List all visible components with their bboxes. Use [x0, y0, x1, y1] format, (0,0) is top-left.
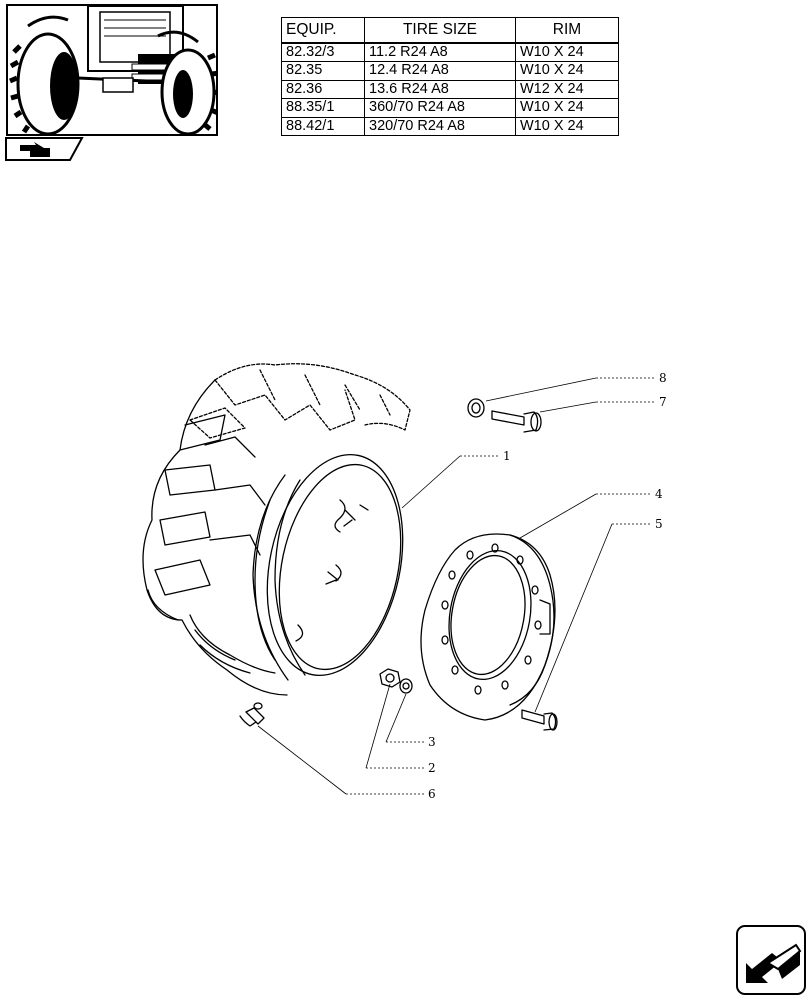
next-page-arrow-icon — [746, 943, 802, 983]
header-equip: EQUIP. — [281, 17, 365, 43]
bolt-part-5 — [521, 709, 558, 731]
table-header-row: EQUIP. TIRE SIZE RIM — [281, 17, 619, 43]
cell-equip: 82.35 — [281, 61, 365, 81]
table-row: 88.35/1 360/70 R24 A8 W10 X 24 — [281, 98, 619, 118]
nut-part-2 — [379, 668, 401, 688]
leader-lines — [257, 377, 656, 795]
folder-arrow-icon — [5, 137, 84, 161]
valve-part-6 — [239, 702, 265, 727]
callout-4: 4 — [655, 487, 663, 501]
header-tire-size: TIRE SIZE — [364, 17, 516, 43]
cell-equip: 82.36 — [281, 79, 365, 99]
tire-body — [142, 379, 288, 696]
cell-rim: W10 X 24 — [515, 41, 619, 62]
callout-3: 3 — [428, 735, 436, 749]
callout-6: 6 — [428, 787, 436, 801]
cell-equip: 88.35/1 — [281, 98, 365, 118]
callout-2: 2 — [428, 761, 436, 775]
table-row: 82.32/3 11.2 R24 A8 W10 X 24 — [281, 41, 619, 62]
rim — [252, 453, 404, 681]
next-page-button[interactable] — [736, 925, 806, 995]
navigate-back-tab[interactable] — [4, 136, 84, 162]
cell-rim: W12 X 24 — [515, 79, 619, 99]
tire-spec-table: EQUIP. TIRE SIZE RIM 82.32/3 11.2 R24 A8… — [281, 17, 619, 136]
table-row: 82.36 13.6 R24 A8 W12 X 24 — [281, 79, 619, 99]
table-row: 82.35 12.4 R24 A8 W10 X 24 — [281, 61, 619, 81]
bolt-part-7 — [491, 410, 542, 433]
washer-part-3 — [399, 678, 413, 694]
cell-tire-size: 320/70 R24 A8 — [364, 116, 516, 136]
cell-tire-size: 360/70 R24 A8 — [364, 98, 516, 118]
table-row: 88.42/1 320/70 R24 A8 W10 X 24 — [281, 116, 619, 136]
tractor-thumbnail — [6, 4, 218, 136]
callout-8: 8 — [659, 371, 667, 385]
callout-5: 5 — [655, 517, 663, 531]
tractor-front-thumbnail-icon — [9, 6, 216, 134]
callout-7: 7 — [659, 395, 667, 409]
cell-rim: W10 X 24 — [515, 116, 619, 136]
tire-tread-outline — [189, 363, 411, 439]
cell-rim: W10 X 24 — [515, 98, 619, 118]
washer-part-8 — [467, 398, 485, 418]
callout-1: 1 — [503, 449, 511, 463]
disc-bolt-holes — [441, 543, 542, 695]
cell-equip: 82.32/3 — [281, 41, 365, 62]
cell-tire-size: 11.2 R24 A8 — [364, 41, 516, 62]
wheel-disc — [420, 533, 556, 721]
